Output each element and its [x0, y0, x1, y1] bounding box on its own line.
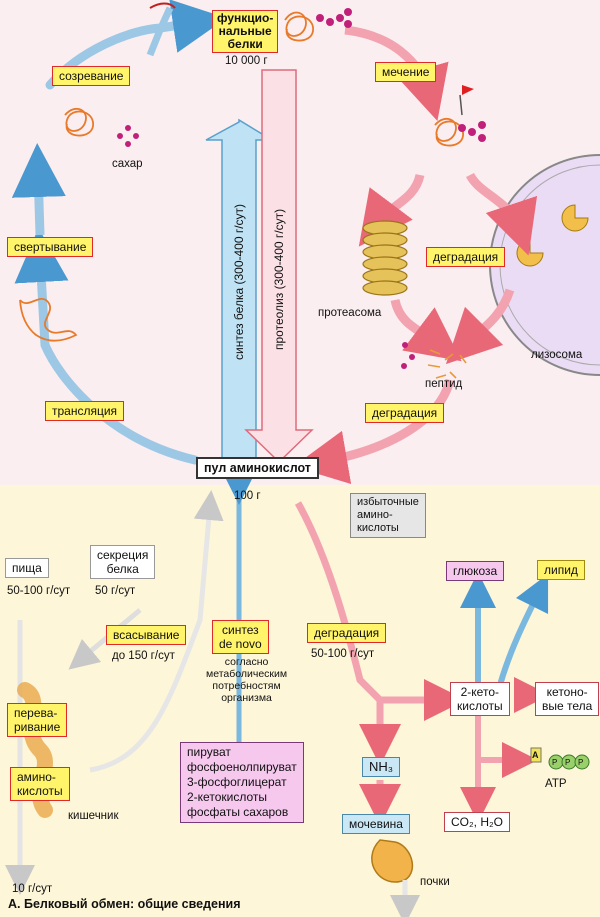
- keto-acids-label: 2-кето- кислоты: [450, 682, 510, 716]
- atp-p2-label: P: [565, 758, 571, 767]
- atp-label: ATP: [545, 778, 567, 790]
- proteolysis-big-arrow: [244, 69, 314, 464]
- maturation-label: созревание: [52, 66, 131, 86]
- degradation-path: [294, 501, 383, 703]
- de-novo-label: синтез de novo: [212, 620, 269, 654]
- proteasome-label: протеасома: [318, 307, 382, 319]
- enzyme-icon: [561, 204, 589, 232]
- atp-p1-label: P: [552, 758, 558, 767]
- lipid-label: липид: [537, 560, 585, 580]
- tagging-label: мечение: [375, 62, 437, 82]
- functional-amount-label: 10 000 г: [225, 55, 268, 67]
- folding-label: свертывание: [7, 237, 94, 257]
- signal-peptide-icon: [149, 2, 176, 9]
- kidneys-label: почки: [420, 876, 450, 888]
- arrow-to-tagging: [344, 25, 449, 121]
- excretion-rate-label: 10 г/сут: [12, 883, 53, 895]
- flag-icon: [462, 85, 474, 95]
- degradation-bottom-label: деградация: [307, 623, 387, 643]
- de-novo-note: согласно метаболическим потребностям орг…: [206, 656, 288, 704]
- arrow-to-folding: [14, 228, 69, 346]
- urea-label: мочевина: [342, 814, 410, 834]
- arrow-to-lysosome: [465, 172, 538, 256]
- excess-amino-label: избыточные амино- кислоты: [350, 493, 426, 538]
- absorption-arrow: [89, 490, 224, 773]
- proteasome-icon: [362, 220, 408, 296]
- atp-icon: [530, 747, 590, 770]
- secretion-label: секреция белка: [90, 545, 156, 579]
- co2-h2o-label: CO₂, H₂O: [444, 812, 510, 832]
- lysosome-label: лизосома: [531, 349, 583, 361]
- branch-arrow: [146, 28, 164, 57]
- arrow-from-proteasome: [390, 298, 462, 362]
- figure-caption: А. Белковый обмен: общие сведения: [8, 897, 241, 911]
- absorption-label: всасывание: [106, 625, 187, 645]
- arrow-to-proteasome: [358, 173, 425, 247]
- functional-proteins-label: функцио- нальные белки: [212, 10, 279, 53]
- arrow-to-lipid: [497, 573, 549, 686]
- degradation-lower-label: деградация: [365, 403, 445, 423]
- sugar-label: сахар: [112, 158, 143, 170]
- arrow-from-lysosome: [445, 288, 515, 365]
- food-label: пища: [5, 558, 49, 578]
- synthesis-rate-label: синтез белка (300-400 г/сут): [232, 203, 246, 360]
- glucose-label: глюкоза: [446, 561, 505, 581]
- sugar-icon: [117, 8, 486, 369]
- proteolysis-rate-label: протеолиз (300-400 г/сут): [272, 208, 286, 350]
- digestion-label: перева- ривание: [7, 703, 68, 737]
- arrow-to-maturation: [11, 143, 66, 236]
- translation-label: трансляция: [45, 401, 125, 421]
- protein-icon: [19, 11, 464, 342]
- ketone-bodies-label: кетоно- вые тела: [535, 682, 600, 716]
- precursors-box: пируват фосфоенолпируват 3-фосфоглицерат…: [180, 742, 304, 823]
- peptide-icon: [427, 349, 467, 379]
- degradation-bottom-rate-label: 50-100 г/сут: [311, 648, 375, 660]
- secretion-rate-label: 50 г/сут: [95, 585, 136, 597]
- amino-pool-label: пул аминокислот: [196, 457, 319, 479]
- pool-amount-label: 100 г: [234, 490, 261, 502]
- atp-a-label: A: [532, 750, 539, 760]
- absorption-rate-label: до 150 г/сут: [112, 650, 175, 662]
- food-rate-label: 50-100 г/сут: [7, 585, 71, 597]
- intestine-label: кишечник: [68, 810, 119, 822]
- branch-arrow: [156, 6, 174, 32]
- lysosome-shape: [489, 154, 600, 376]
- degradation-upper-label: деградация: [426, 247, 506, 267]
- arrow-to-pool: [293, 378, 455, 485]
- arrow-to-functional: [159, 0, 227, 53]
- peptide-label: пептид: [425, 378, 463, 390]
- amino-acids-label: амино- кислоты: [10, 767, 70, 801]
- flag-pole: [459, 94, 463, 116]
- atp-p3-label: P: [578, 758, 584, 767]
- nh3-label: NH₃: [362, 757, 401, 777]
- kidney-icon: [371, 839, 414, 883]
